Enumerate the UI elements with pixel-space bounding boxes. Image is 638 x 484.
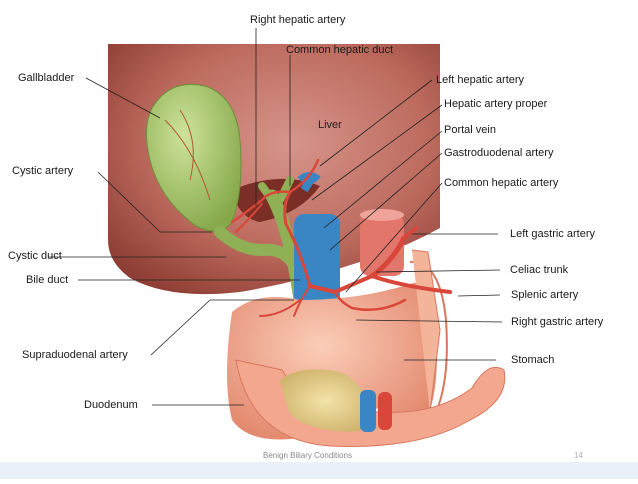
label-duodenum: Duodenum <box>84 399 138 411</box>
label-left-gastric-artery: Left gastric artery <box>510 228 595 240</box>
gallbladder-vessel <box>179 109 194 181</box>
arteries <box>230 158 452 317</box>
label-right-hepatic-artery: Right hepatic artery <box>250 14 346 26</box>
label-cystic-artery: Cystic artery <box>12 165 74 177</box>
label-stomach: Stomach <box>511 354 555 366</box>
label-liver: Liver <box>318 119 342 131</box>
label-hepatic-artery-proper: Hepatic artery proper <box>444 98 548 110</box>
label-splenic-artery: Splenic artery <box>511 289 579 301</box>
label-portal-vein: Portal vein <box>444 124 496 136</box>
aorta-shape <box>360 214 404 276</box>
label-cystic-duct: Cystic duct <box>8 250 62 262</box>
leader-lines <box>49 28 503 406</box>
slide-caption: Benign Biliary Conditions <box>263 451 352 460</box>
label-bile-duct: Bile duct <box>26 274 69 286</box>
cystic-duct-shape <box>214 226 298 268</box>
gallbladder-vessel <box>164 119 211 201</box>
label-celiac-trunk: Celiac trunk <box>510 264 569 276</box>
label-gastroduodenal-artery: Gastroduodenal artery <box>444 147 554 159</box>
aorta-lower-shape <box>378 392 392 430</box>
label-common-hepatic-duct: Common hepatic duct <box>286 44 393 56</box>
label-common-hepatic-artery: Common hepatic artery <box>444 177 559 189</box>
slide-number: 14 <box>574 451 583 460</box>
label-right-gastric-artery: Right gastric artery <box>511 316 604 328</box>
label-left-hepatic-artery: Left hepatic artery <box>436 74 525 86</box>
common-hepatic-duct-shape <box>258 176 294 204</box>
label-gallbladder: Gallbladder <box>18 72 75 84</box>
pancreas-shape <box>280 369 373 432</box>
slide-footer-bar <box>0 462 638 479</box>
vena-cava-shape <box>360 390 376 432</box>
portal-vein-shape <box>294 214 340 306</box>
label-supraduodenal-artery: Supraduodenal artery <box>22 349 128 361</box>
